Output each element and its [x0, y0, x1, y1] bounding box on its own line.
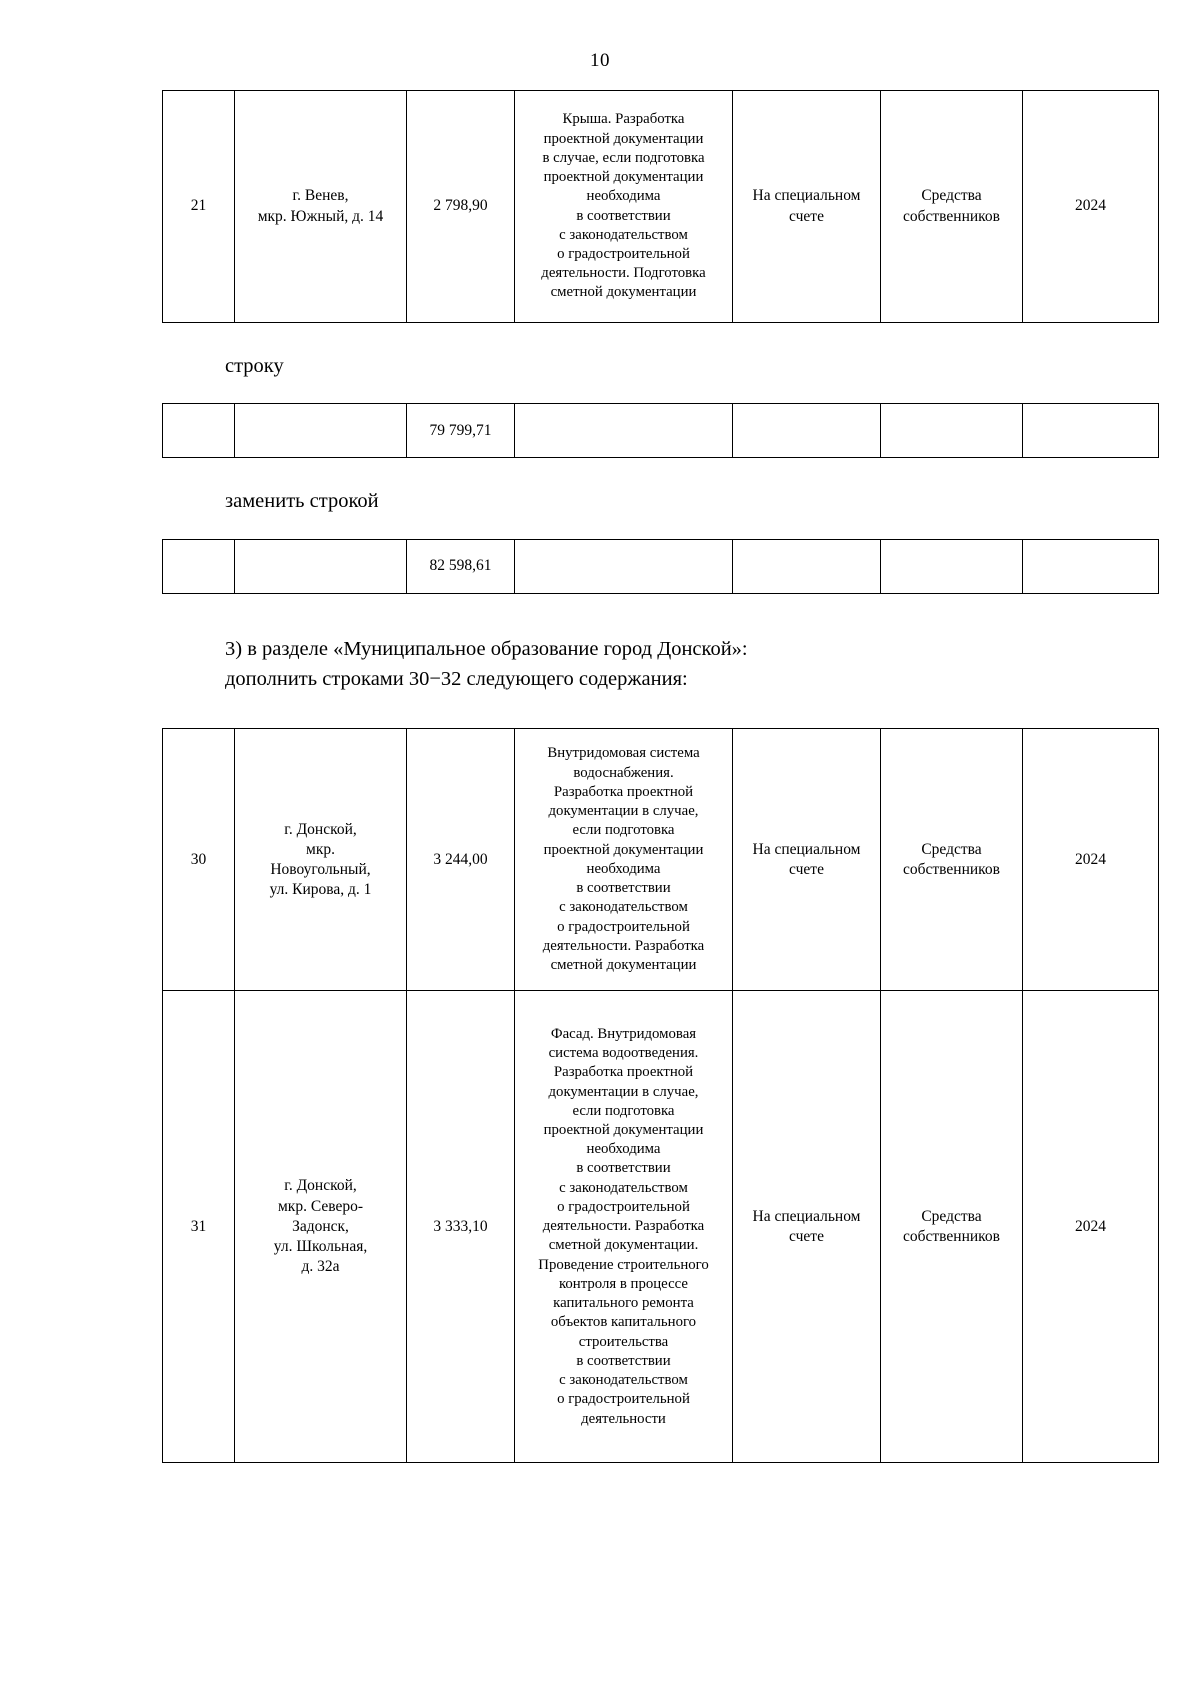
cell-year [1022, 403, 1159, 459]
cell-address: г. Венев,мкр. Южный, д. 14 [234, 90, 407, 323]
cell-address: г. Донской,мкр.Новоугольный,ул. Кирова, … [234, 728, 407, 992]
cell-description [514, 538, 733, 594]
cell-sum: 79 799,71 [406, 403, 515, 459]
cell-number: 31 [162, 990, 235, 1464]
cell-account [732, 538, 881, 594]
cell-source [880, 403, 1023, 459]
table-donskoy: 30 г. Донской,мкр.Новоугольный,ул. Киров… [162, 728, 1159, 1464]
cell-year: 2024 [1022, 728, 1159, 992]
cell-sum: 82 598,61 [406, 538, 515, 594]
cell-account [732, 403, 881, 459]
cell-number: 30 [162, 728, 235, 992]
cell-number [162, 403, 235, 459]
table-row-21: 21 г. Венев,мкр. Южный, д. 14 2 798,90 К… [162, 90, 1159, 323]
cell-source [880, 538, 1023, 594]
table-old-total: 79 799,71 [162, 403, 1159, 459]
cell-sum: 3 244,00 [406, 728, 515, 992]
table-row: 21 г. Венев,мкр. Южный, д. 14 2 798,90 К… [162, 90, 1159, 323]
cell-address: г. Донской,мкр. Северо-Задонск,ул. Школь… [234, 990, 407, 1464]
label-zamenit-strokoy: заменить строкой [225, 490, 379, 513]
label-stroku: строку [225, 355, 284, 377]
cell-year: 2024 [1022, 90, 1159, 323]
table-row: 79 799,71 [162, 403, 1159, 459]
cell-sum: 3 333,10 [406, 990, 515, 1464]
cell-address [234, 538, 407, 594]
table-row: 30 г. Донской,мкр.Новоугольный,ул. Киров… [162, 728, 1159, 992]
cell-address [234, 403, 407, 459]
cell-number: 21 [162, 90, 235, 323]
table-row: 31 г. Донской,мкр. Северо-Задонск,ул. Шк… [162, 990, 1159, 1464]
page-number: 10 [590, 50, 610, 71]
cell-year: 2024 [1022, 990, 1159, 1464]
cell-year [1022, 538, 1159, 594]
table-new-total: 82 598,61 [162, 538, 1159, 594]
table-row: 82 598,61 [162, 538, 1159, 594]
section-intro-line-1: 3) в разделе «Муниципальное образование … [225, 637, 748, 660]
section-intro-line-2: дополнить строками 30−32 следующего соде… [225, 667, 688, 690]
cell-description [514, 403, 733, 459]
cell-sum: 2 798,90 [406, 90, 515, 323]
cell-number [162, 538, 235, 594]
